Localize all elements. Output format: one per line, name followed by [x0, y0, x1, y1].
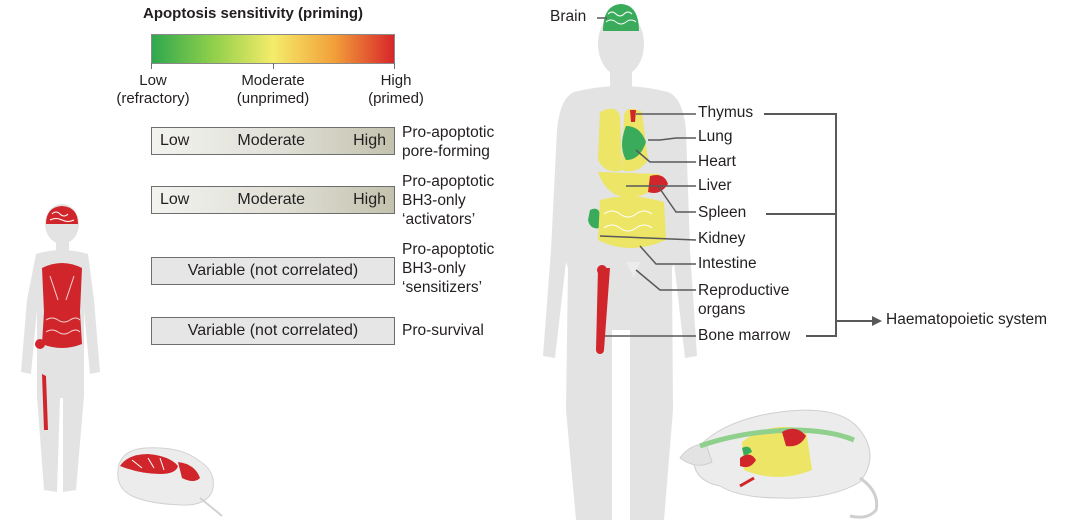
child-torso-organs [42, 263, 82, 312]
organ-label-kidney: Kidney [698, 230, 745, 248]
organ-label-reproductive: Reproductiveorgans [698, 281, 789, 319]
organ-label-brain: Brain [550, 8, 586, 26]
adult-figure [543, 4, 697, 520]
organ-label-bone-marrow: Bone marrow [698, 327, 790, 345]
organ-label-lung: Lung [698, 128, 732, 146]
adult-thymus [630, 110, 636, 122]
haematopoietic-arrowhead [872, 316, 882, 326]
mouse-figure [680, 410, 877, 517]
organ-label-liver: Liver [698, 177, 732, 195]
haematopoietic-system-label: Haematopoietic system [886, 311, 1047, 329]
organ-label-intestine: Intestine [698, 255, 757, 273]
organ-label-thymus: Thymus [698, 104, 753, 122]
child-brain-icon [46, 206, 78, 224]
child-figure [21, 204, 100, 492]
organ-label-spleen: Spleen [698, 204, 746, 222]
curled-animal-figure [118, 448, 222, 516]
organ-label-heart: Heart [698, 153, 736, 171]
adult-brain-icon [603, 4, 639, 31]
adult-intestine [598, 196, 666, 248]
